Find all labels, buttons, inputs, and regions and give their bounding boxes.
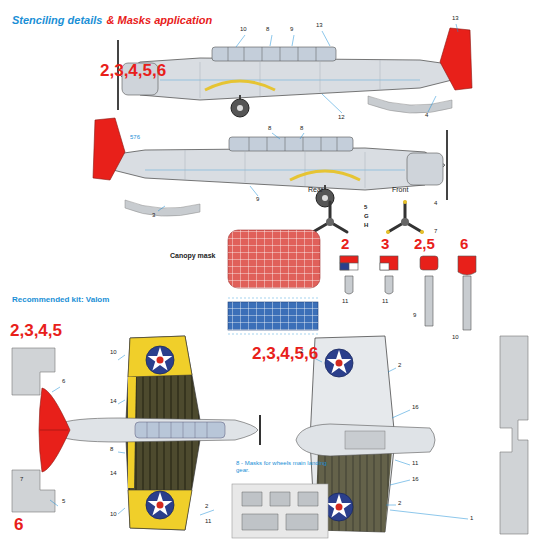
callout-number: 12: [338, 114, 345, 121]
callout-number: 3: [152, 212, 155, 219]
callout-number: 576: [130, 134, 140, 141]
callout-number: 10: [452, 334, 459, 341]
callout-letter: H: [364, 222, 368, 229]
callout-number: 8: [266, 26, 269, 33]
callout-number: 13: [452, 15, 459, 22]
callout-number: 10: [240, 26, 247, 33]
variant-label: 2,3,4,5,6: [100, 62, 166, 81]
callout-number: 8: [268, 125, 271, 132]
mask-note: 8 - Masks for wheels main landing gear.: [236, 460, 332, 473]
variant-label: 3: [381, 236, 389, 253]
propeller-label: Rear: [308, 186, 323, 194]
callout-number: 2: [398, 362, 401, 369]
callout-number: 13: [316, 22, 323, 29]
variant-label: 2,5: [414, 236, 435, 253]
callout-number: 11: [412, 460, 418, 467]
callout-number: 8: [300, 125, 303, 132]
callout-number: 1: [470, 515, 473, 522]
sheet-title: Stenciling details: [12, 14, 102, 26]
callout-number: 6: [62, 378, 65, 385]
callout-number: 16: [412, 476, 419, 483]
variant-label: 6: [14, 516, 23, 535]
callout-number: 10: [110, 349, 117, 356]
callout-letter: 5: [364, 204, 367, 211]
variant-label: 2,3,4,5,6: [252, 345, 318, 364]
callout-number: 5: [62, 498, 65, 505]
callout-number: 11: [205, 518, 211, 525]
callout-number: 4: [425, 112, 428, 119]
callout-number: 9: [413, 312, 416, 319]
callout-number: 11: [342, 298, 348, 305]
callout-number: 9: [256, 196, 259, 203]
callout-number: 8: [110, 446, 113, 453]
callout-number: 4: [434, 200, 437, 207]
callout-number: 14: [110, 470, 117, 477]
callout-number: 7: [20, 476, 23, 483]
propeller-label: Front: [392, 186, 408, 194]
callout-number: 7: [434, 228, 437, 235]
kit-note: Recommended kit: Valom: [12, 296, 109, 305]
callout-number: 2: [205, 503, 208, 510]
mask-label: Canopy mask: [170, 252, 216, 260]
callout-number: 14: [110, 398, 117, 405]
callout-number: 11: [382, 298, 388, 305]
callout-letter: G: [364, 213, 369, 220]
title-part: & Masks application: [106, 14, 212, 26]
callout-number: 2: [398, 500, 401, 507]
callout-number: 16: [412, 404, 419, 411]
callout-number: 9: [290, 26, 293, 33]
callout-number: 10: [110, 511, 117, 518]
variant-label: 2: [341, 236, 349, 253]
callout-number: 2: [300, 348, 303, 355]
variant-label: 6: [460, 236, 468, 253]
variant-label: 2,3,4,5: [10, 322, 62, 341]
